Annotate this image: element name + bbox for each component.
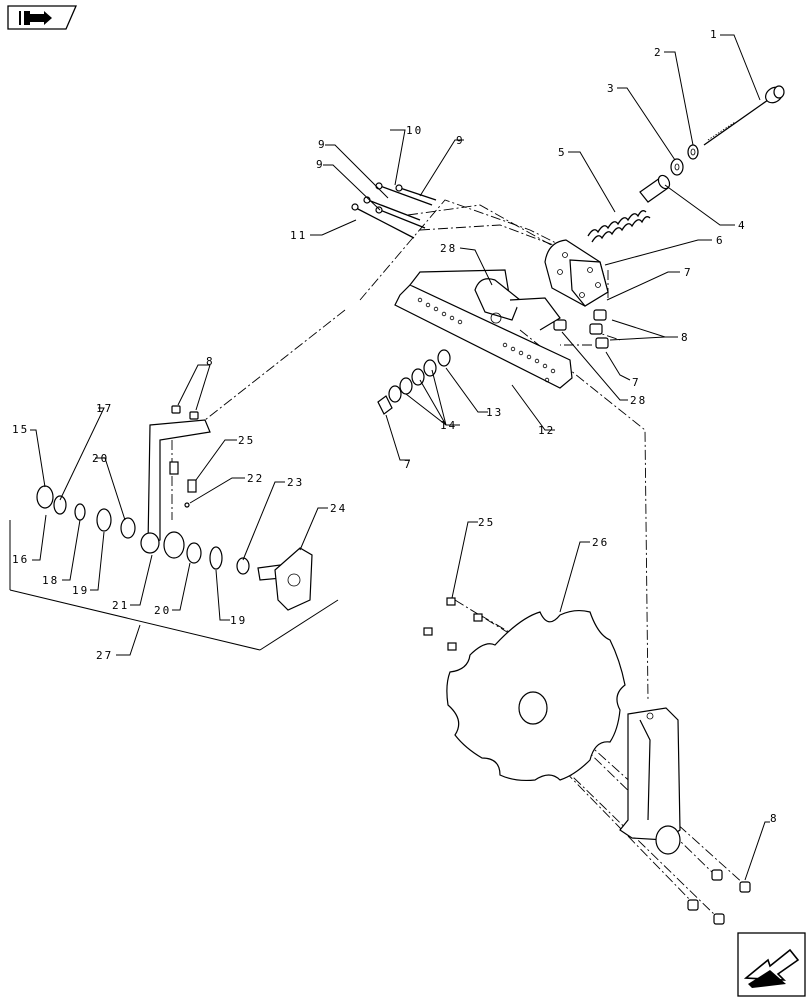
callout-25b: 25	[478, 516, 495, 529]
callout-9a: 9	[318, 138, 327, 151]
back-arrow-icon[interactable]	[737, 932, 806, 997]
callout-22: 22	[247, 472, 264, 485]
callout-20a: 20	[92, 452, 109, 465]
callout-12: 12	[538, 424, 555, 437]
callout-28b: 28	[630, 394, 647, 407]
callout-9b: 9	[456, 134, 465, 147]
callout-14: 14	[440, 419, 457, 432]
callout-27: 27	[96, 649, 113, 662]
part-lower-bracket	[619, 707, 681, 855]
arm-hole-row	[417, 297, 556, 383]
part-sleeve	[639, 174, 671, 203]
callout-8c: 8	[770, 812, 779, 825]
part-washer-2	[687, 144, 699, 160]
part-disc-bolts	[423, 597, 483, 651]
callout-3: 3	[607, 82, 616, 95]
callout-5: 5	[558, 146, 567, 159]
callout-8b: 8	[206, 355, 215, 368]
callout-8a: 8	[681, 331, 690, 344]
part-lower-nuts	[687, 869, 751, 925]
callout-17: 17	[96, 402, 113, 415]
callout-28a: 28	[440, 242, 457, 255]
callout-23: 23	[287, 476, 304, 489]
callout-25a: 25	[238, 434, 255, 447]
part-washer-3	[670, 158, 684, 176]
part-bolts	[351, 182, 437, 239]
part-washers-stack	[377, 349, 451, 415]
part-notched-disc	[446, 609, 626, 782]
part-spring	[587, 210, 651, 243]
part-hub-assembly	[36, 405, 313, 611]
callout-15: 15	[12, 423, 29, 436]
callout-13: 13	[486, 406, 503, 419]
callout-16: 16	[12, 553, 29, 566]
callout-20b: 20	[154, 604, 171, 617]
callout-1: 1	[710, 28, 719, 41]
callout-4: 4	[738, 219, 747, 232]
callout-leaders	[30, 34, 770, 881]
callout-19a: 19	[72, 584, 89, 597]
callout-2: 2	[654, 46, 663, 59]
callout-10: 10	[406, 124, 423, 137]
part-main-arm-bar	[394, 269, 573, 389]
callout-19b: 19	[230, 614, 247, 627]
callout-26: 26	[592, 536, 609, 549]
callout-11: 11	[290, 229, 307, 242]
callout-7c: 7	[404, 458, 413, 471]
callout-labels: 1 2 3 4 5 6 7 7 7 8 8 8 9 9 9 10 11 12 1…	[12, 28, 779, 825]
callout-9c: 9	[316, 158, 325, 171]
part-eye-bolt	[703, 85, 785, 146]
book-arrow-icon[interactable]	[7, 5, 77, 30]
part-27-bracket-lines	[9, 520, 339, 651]
callout-6: 6	[716, 234, 725, 247]
callout-21: 21	[112, 599, 129, 612]
callout-7a: 7	[684, 266, 693, 279]
part-housing-block	[544, 239, 609, 307]
callout-7b: 7	[632, 376, 641, 389]
callout-18: 18	[42, 574, 59, 587]
callout-24: 24	[330, 502, 347, 515]
